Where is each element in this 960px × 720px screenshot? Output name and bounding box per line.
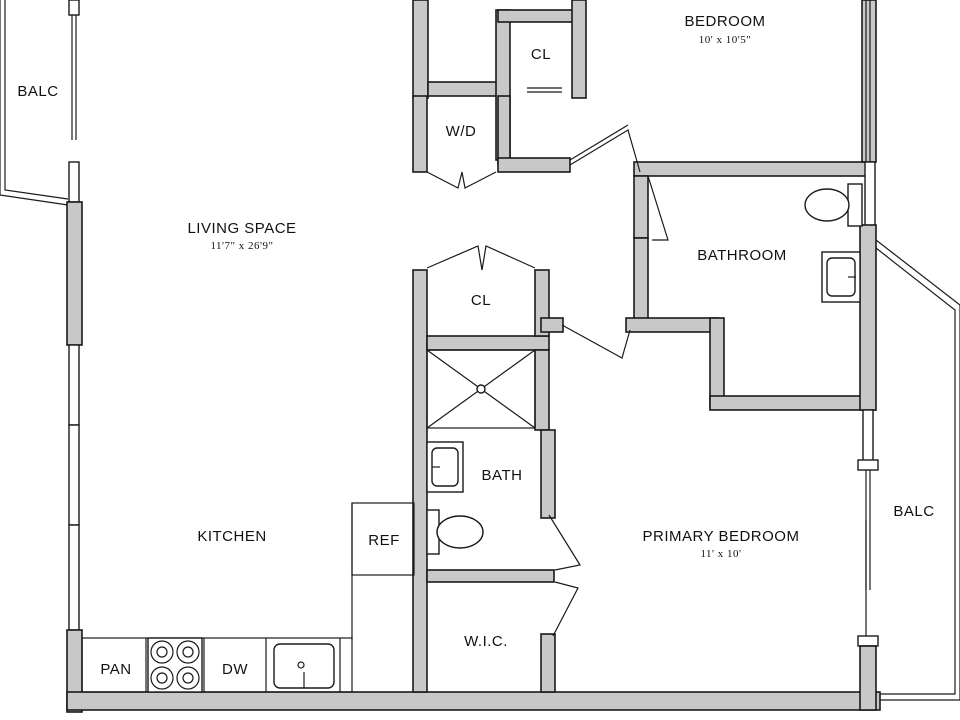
bedroom-window <box>865 0 871 162</box>
interior-walls <box>412 0 879 711</box>
label-balc-right: BALC <box>893 503 934 520</box>
label-fridge: REF <box>368 532 400 549</box>
kitchen-sink <box>273 643 335 689</box>
label-closet-top: CL <box>531 46 551 63</box>
label-bath: BATH <box>482 467 523 484</box>
exterior-walls <box>66 201 881 713</box>
room-labels: BALC LIVING SPACE 11'7" x 26'9" KITCHEN … <box>17 13 934 678</box>
bath-sink <box>426 441 464 493</box>
label-washer-dryer: W/D <box>446 123 477 140</box>
dims-living-space: 11'7" x 26'9" <box>210 240 273 252</box>
label-balc-left: BALC <box>17 83 58 100</box>
label-primary-bedroom: PRIMARY BEDROOM <box>643 528 800 545</box>
label-closet-mid: CL <box>471 292 491 309</box>
bath-toilet <box>426 509 484 555</box>
dims-bedroom: 10' x 10'5" <box>699 34 751 46</box>
label-bedroom: BEDROOM <box>684 13 765 30</box>
label-dishwasher: DW <box>222 661 248 678</box>
kitchen-counter <box>81 637 353 693</box>
stove <box>147 637 203 693</box>
bathroom-sink <box>821 251 861 303</box>
right-balcony <box>865 239 960 701</box>
label-walk-in-closet: W.I.C. <box>464 633 508 650</box>
dims-primary-bedroom: 11' x 10' <box>700 548 741 560</box>
doors <box>426 87 669 637</box>
left-balcony <box>0 0 80 206</box>
label-bathroom: BATHROOM <box>697 247 787 264</box>
shower <box>426 349 536 429</box>
label-living-space: LIVING SPACE <box>187 220 296 237</box>
label-pantry: PAN <box>100 661 131 678</box>
bathroom-toilet <box>804 183 863 227</box>
fridge <box>351 502 415 640</box>
label-kitchen: KITCHEN <box>197 528 266 545</box>
